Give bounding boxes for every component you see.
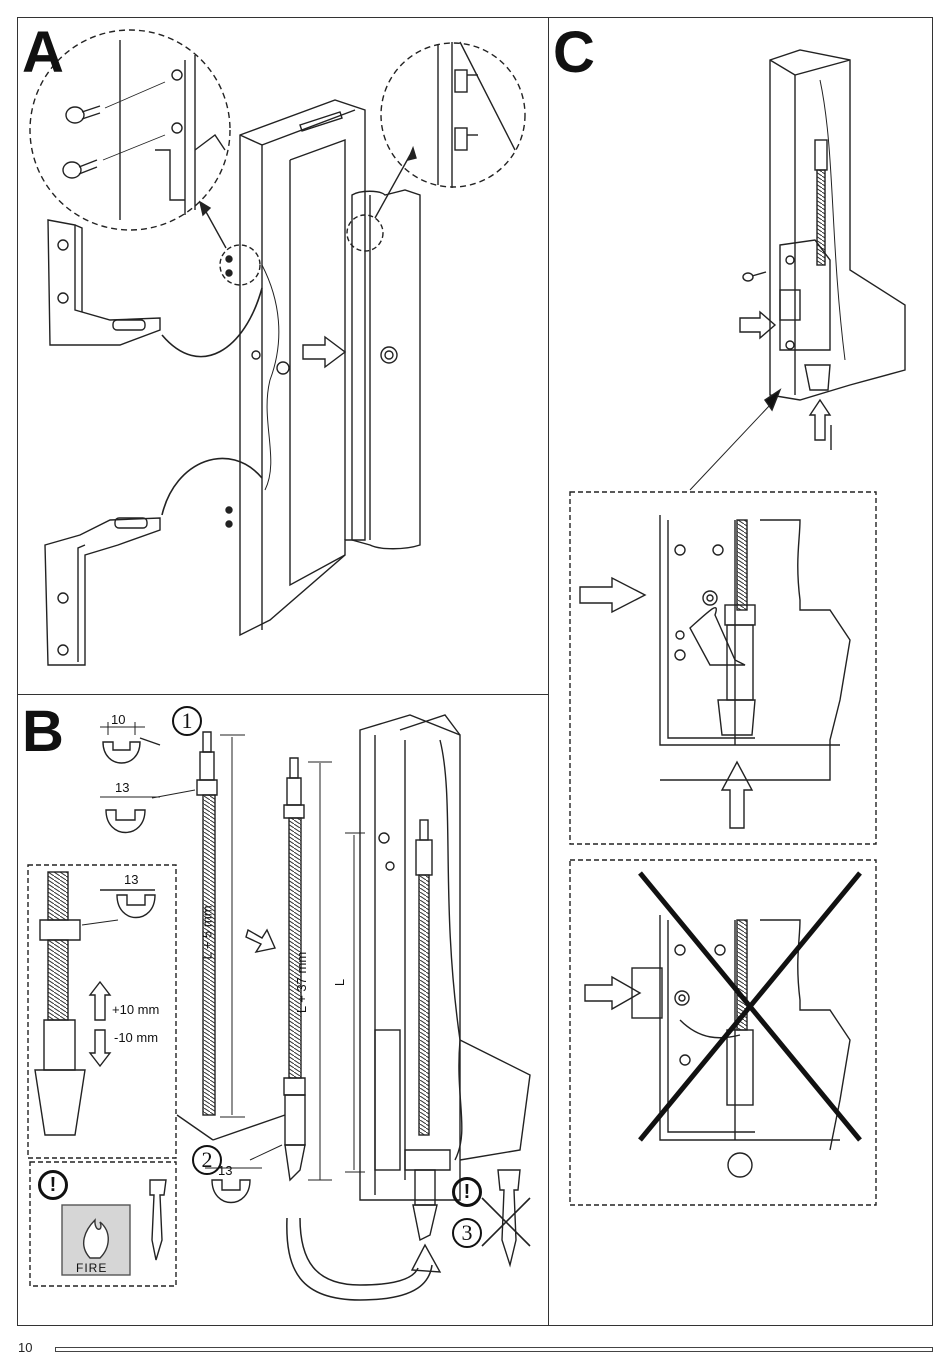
wrench-size-13-c: 13 bbox=[218, 1163, 233, 1178]
arrow-icon bbox=[302, 335, 347, 369]
footer-rule bbox=[55, 1347, 933, 1352]
section-letter-b: B bbox=[22, 699, 64, 764]
wrench-size-13-a: 13 bbox=[115, 780, 130, 795]
section-divider-horizontal bbox=[17, 694, 548, 695]
wrench-size-10: 10 bbox=[111, 712, 126, 727]
wrench-size-13-b: 13 bbox=[124, 872, 139, 887]
section-divider-vertical bbox=[548, 17, 549, 1326]
step-number-1: 1 bbox=[172, 706, 202, 736]
adjust-plus-label: +10 mm bbox=[112, 1002, 160, 1017]
warning-icon: ! bbox=[452, 1177, 482, 1207]
detail-correct bbox=[569, 491, 877, 845]
screw-icon bbox=[65, 105, 101, 124]
section-letter-a: A bbox=[22, 20, 64, 85]
screw-icon bbox=[62, 159, 98, 179]
rod-length-l-plus-5: L + 5 mm bbox=[199, 905, 215, 960]
step-number-2: 2 bbox=[192, 1145, 222, 1175]
page-frame bbox=[17, 17, 933, 1326]
step-number-3: 3 bbox=[452, 1218, 482, 1248]
rod-length-l-plus-37: L + 37 mm bbox=[294, 951, 310, 1014]
page-number: 10 bbox=[18, 1340, 33, 1355]
screw-icon bbox=[742, 271, 767, 282]
warning-icon: ! bbox=[38, 1170, 68, 1200]
detail-incorrect bbox=[569, 859, 877, 1206]
section-letter-c: C bbox=[553, 20, 595, 85]
detail-circle-a1 bbox=[29, 29, 231, 231]
frame-length-l: L bbox=[332, 978, 348, 987]
adjust-minus-label: -10 mm bbox=[114, 1030, 159, 1045]
fire-label: FIRE bbox=[76, 1261, 108, 1275]
detail-circle-a2 bbox=[380, 42, 526, 188]
